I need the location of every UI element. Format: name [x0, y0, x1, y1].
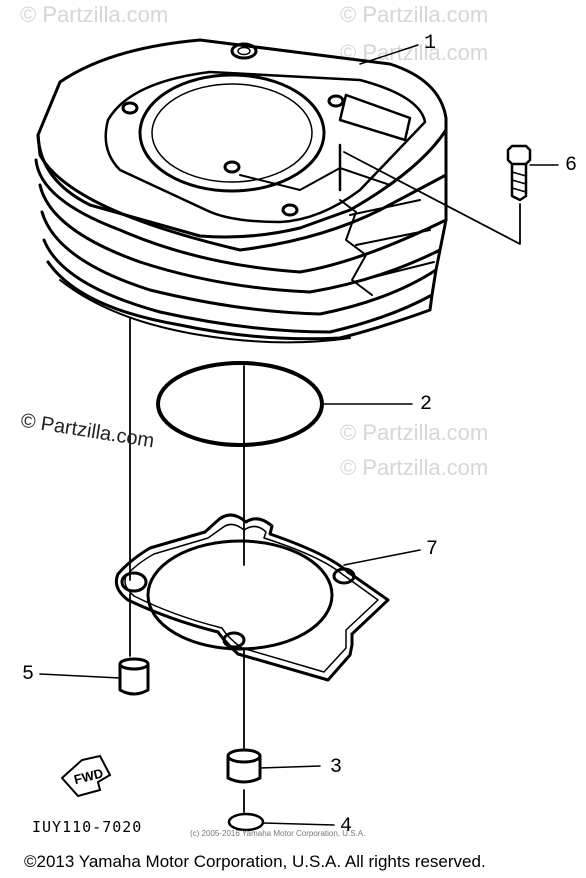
callout-4: 4	[340, 815, 353, 838]
watermark-right-lower: © Partzilla.com	[340, 455, 489, 480]
watermark-right-middle: © Partzilla.com	[340, 420, 489, 445]
callout-3: 3	[330, 756, 343, 779]
dowel-pin-right	[226, 748, 262, 784]
cylinder-block	[34, 38, 448, 344]
callout-5: 5	[22, 663, 35, 686]
fwd-arrow: FWD	[60, 754, 112, 798]
callout-7: 7	[426, 538, 439, 561]
leader-lines	[39, 44, 559, 826]
fwd-label: FWD	[72, 765, 104, 787]
small-o-ring	[227, 812, 265, 832]
dowel-pin-left	[118, 657, 150, 696]
alignment-lines	[129, 151, 521, 813]
diagram-reference-code: IUY110-7020	[32, 818, 143, 836]
small-copyright: (c) 2005-2016 Yamaha Motor Corporation, …	[190, 829, 366, 838]
bolt	[506, 144, 532, 202]
watermark-top-left: © Partzilla.com	[20, 2, 169, 27]
callout-1: 1	[424, 32, 437, 55]
o-ring	[156, 361, 324, 447]
base-gasket	[114, 513, 390, 682]
watermark-top-right: © Partzilla.com	[340, 2, 489, 27]
callout-6: 6	[565, 154, 578, 177]
footer-copyright: ©2013 Yamaha Motor Corporation, U.S.A. A…	[24, 852, 486, 871]
callout-2: 2	[420, 393, 433, 416]
